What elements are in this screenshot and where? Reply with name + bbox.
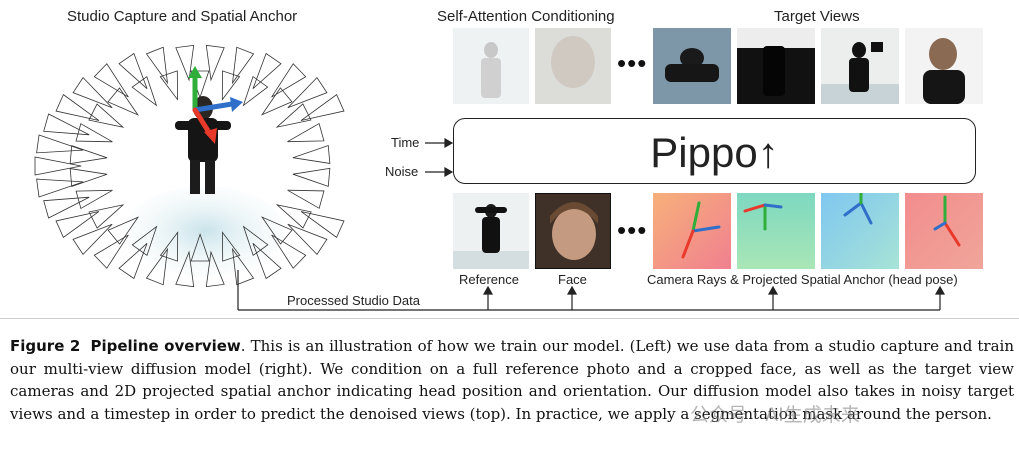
- camera-ray-map-3: [821, 193, 899, 269]
- camera-frustum: [118, 52, 148, 89]
- camera-frustum: [131, 225, 158, 257]
- watermark: 公众号 · AI生成未来: [690, 404, 860, 426]
- spatial-anchor-axes: [188, 66, 243, 144]
- camera-frustum: [300, 211, 345, 238]
- camera-frustum: [145, 46, 169, 85]
- camera-frustum: [231, 247, 255, 286]
- camera-frustums: [34, 44, 345, 288]
- connector-arrows: [237, 137, 946, 311]
- camera-frustum: [287, 189, 325, 209]
- camera-frustum: [88, 103, 125, 128]
- camera-frustum: [159, 231, 179, 262]
- camera-ray-map-1: [653, 193, 731, 269]
- camera-frustum: [72, 77, 113, 109]
- camera-frustum: [261, 216, 293, 245]
- camera-frustum: [252, 52, 282, 89]
- camera-frustum: [271, 63, 307, 98]
- camera-frustum: [252, 243, 282, 280]
- camera-frustum: [55, 211, 100, 238]
- face-label: Face: [558, 272, 587, 287]
- camera-frustum: [69, 168, 108, 188]
- camera-frustum: [55, 94, 100, 121]
- top-ellipsis: •••: [617, 48, 648, 78]
- camera-frustum: [145, 247, 169, 286]
- figure-divider: [0, 318, 1019, 319]
- caption-label: Figure 2: [10, 337, 81, 355]
- face-crop-image: [535, 193, 611, 269]
- camera-frustum: [175, 250, 195, 288]
- target-view-thumb-2: [737, 28, 815, 104]
- model-name: Pippo: [650, 129, 758, 176]
- camera-frustum: [36, 178, 84, 198]
- camera-frustum: [131, 76, 158, 107]
- camera-frustum: [34, 156, 82, 176]
- faded-target-thumb-1: [453, 28, 529, 104]
- camera-rays-label: Camera Rays & Projected Spatial Anchor (…: [647, 272, 958, 287]
- camera-frustum: [260, 87, 293, 116]
- camera-frustum: [159, 70, 178, 101]
- time-input-label: Time: [391, 135, 420, 150]
- camera-frustum: [107, 216, 140, 245]
- reference-label: Reference: [459, 272, 519, 287]
- camera-ray-map-4: [905, 193, 983, 269]
- camera-ray-map-2: [737, 193, 815, 269]
- studio-floor: [125, 186, 285, 276]
- camera-frustum: [75, 189, 113, 210]
- up-arrow-icon: ↑: [757, 129, 779, 176]
- target-view-thumb-1: [653, 28, 731, 104]
- camera-frustum: [43, 196, 90, 219]
- faded-target-thumb-2: [535, 28, 611, 104]
- target-view-thumb-3: [821, 28, 899, 104]
- target-view-thumb-4: [905, 28, 983, 104]
- studio-capture-header: Studio Capture and Spatial Anchor: [67, 8, 298, 25]
- camera-frustum: [287, 77, 328, 109]
- target-views-header: Target Views: [774, 8, 860, 25]
- processed-studio-data-label: Processed Studio Data: [287, 293, 420, 308]
- camera-frustum: [107, 87, 139, 116]
- noise-input-label: Noise: [385, 164, 419, 179]
- pippo-label: Pippo↑: [454, 129, 975, 177]
- camera-frustum: [222, 231, 241, 262]
- camera-frustum: [292, 167, 331, 187]
- camera-frustum: [43, 113, 90, 136]
- camera-frustum: [93, 234, 129, 269]
- reference-image: [453, 193, 529, 269]
- camera-frustum: [93, 63, 129, 98]
- camera-frustum: [36, 134, 84, 154]
- camera-frustum: [292, 144, 331, 164]
- caption-text: . This is an illustration of how we trai…: [10, 337, 1014, 423]
- camera-frustum: [287, 122, 325, 143]
- camera-frustum: [275, 204, 312, 229]
- camera-frustum: [205, 250, 225, 288]
- camera-frustum: [275, 103, 312, 128]
- camera-frustum: [72, 223, 113, 255]
- self-attention-header: Self-Attention Conditioning: [437, 8, 615, 25]
- caption-title: Pipeline overview: [90, 337, 241, 355]
- camera-frustum: [175, 44, 195, 82]
- camera-frustum: [75, 123, 113, 143]
- figure-caption: Figure 2 Pipeline overview. This is an i…: [10, 335, 1014, 425]
- camera-frustum: [190, 233, 210, 262]
- camera-frustum: [205, 44, 225, 82]
- camera-frustum: [118, 243, 148, 280]
- camera-frustum: [300, 94, 345, 121]
- camera-frustum: [271, 234, 307, 269]
- studio-capture-illustration: [34, 44, 345, 288]
- pippo-model-box: Pippo↑: [453, 118, 976, 184]
- bottom-ellipsis: •••: [617, 215, 648, 245]
- camera-frustum: [242, 225, 269, 256]
- camera-frustum: [242, 75, 269, 107]
- camera-frustum: [221, 70, 241, 101]
- camera-frustum: [88, 204, 125, 229]
- camera-frustum: [69, 145, 108, 165]
- camera-frustum: [287, 223, 328, 255]
- camera-frustum: [231, 46, 255, 85]
